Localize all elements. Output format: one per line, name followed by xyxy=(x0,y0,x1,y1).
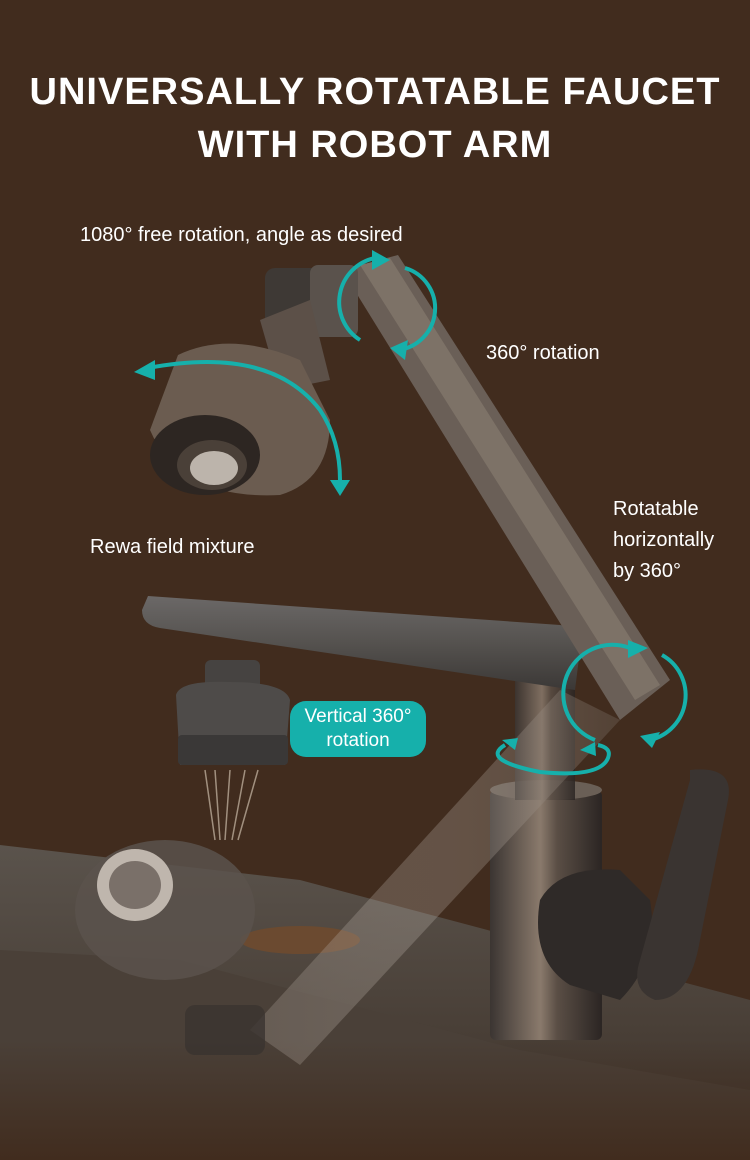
page-title: UNIVERSALLY ROTATABLE FAUCET WITH ROBOT … xyxy=(0,66,750,172)
shower-head-top xyxy=(150,265,358,496)
rotation-360-label: 360° rotation xyxy=(486,342,600,364)
horizontal-rotation-arrow-icon xyxy=(495,642,688,776)
mixture-label: Rewa field mixture xyxy=(90,536,255,558)
arrowhead-icon xyxy=(580,742,596,756)
title-line-2: WITH ROBOT ARM xyxy=(197,124,553,166)
arrowhead-icon xyxy=(372,250,390,270)
arrowhead-icon xyxy=(640,732,660,748)
curved-arrow-icon xyxy=(147,359,342,481)
horizontal-line-2: horizontally xyxy=(613,529,715,551)
badge-line-1: Vertical 360° xyxy=(304,706,412,727)
vertical-rotation-badge: Vertical 360° rotation xyxy=(290,701,426,757)
horizontal-rotation-label: Rotatable horizontally by 360° xyxy=(613,494,743,587)
rotation-arrow-icon xyxy=(337,256,438,352)
shower-head-lower xyxy=(75,840,255,980)
diagonal-arm-upper xyxy=(342,255,670,720)
arrowhead-icon xyxy=(330,480,350,496)
diagonal-arm-lower xyxy=(185,690,620,1065)
horizontal-line-1: Rotatable xyxy=(613,498,699,520)
arrowhead-icon xyxy=(134,360,155,380)
horizontal-arm xyxy=(142,596,580,841)
arrowhead-icon xyxy=(390,340,408,360)
title-line-1: UNIVERSALLY ROTATABLE FAUCET xyxy=(29,71,721,113)
free-rotation-label: 1080° free rotation, angle as desired xyxy=(80,224,403,246)
badge-line-2: rotation xyxy=(326,730,390,751)
arrowhead-icon xyxy=(502,738,518,750)
horizontal-line-3: by 360° xyxy=(613,560,682,582)
arrowhead-icon xyxy=(628,640,648,658)
